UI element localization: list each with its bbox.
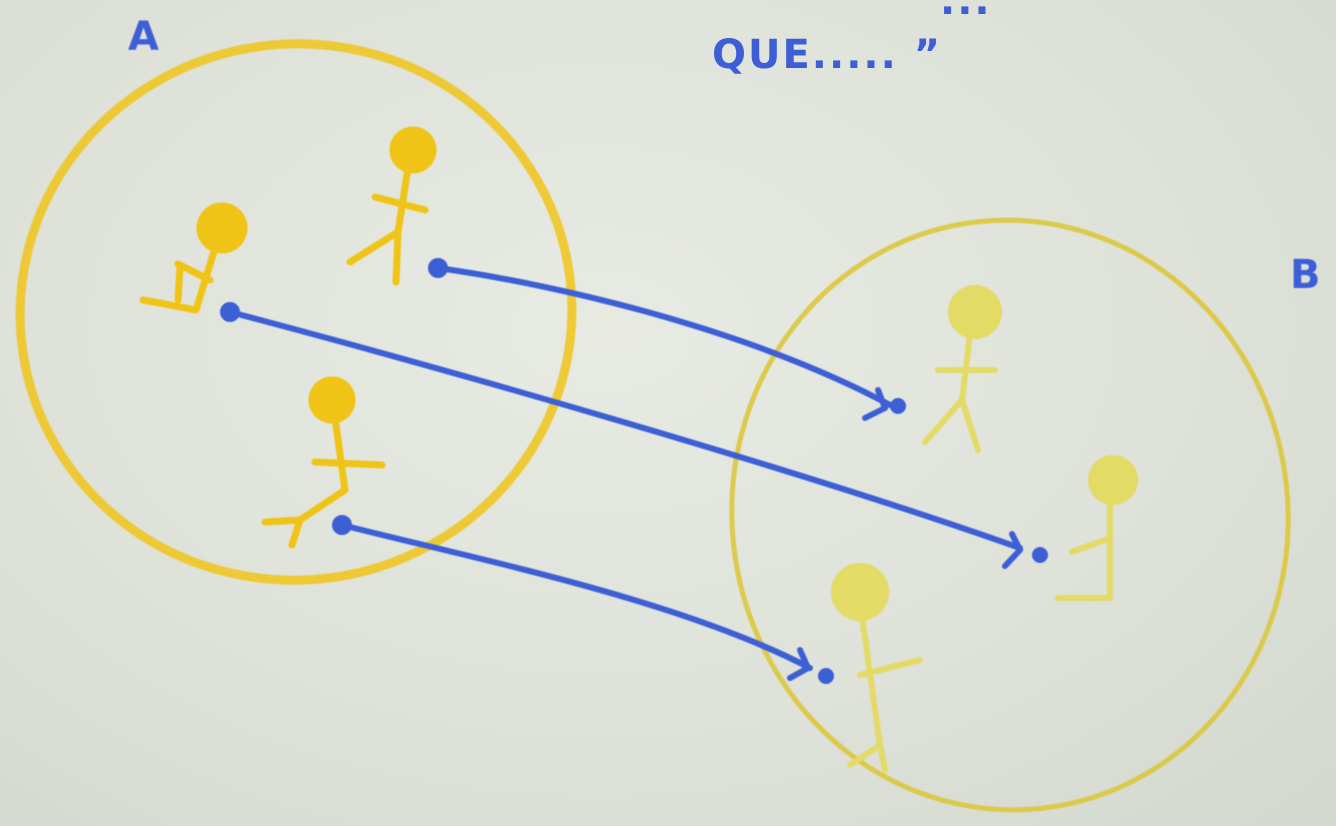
set-b-label: B bbox=[1290, 252, 1321, 298]
arrow-top bbox=[428, 258, 906, 421]
set-a-person-top bbox=[346, 126, 437, 286]
arrow-bottom bbox=[332, 515, 834, 684]
set-b-circle bbox=[729, 217, 1291, 813]
set-a-person-bottom bbox=[261, 376, 386, 549]
set-b-person-bottom bbox=[831, 563, 923, 773]
arrow-middle bbox=[220, 302, 1048, 569]
mapping-arrows bbox=[220, 258, 1048, 684]
set-a: A bbox=[15, 14, 577, 585]
set-a-label: A bbox=[128, 14, 159, 60]
set-b-person-middle bbox=[1055, 455, 1138, 601]
set-b-person-top bbox=[922, 285, 1002, 453]
set-b: B bbox=[729, 217, 1321, 813]
set-a-person-left bbox=[139, 202, 248, 314]
set-a-circle bbox=[15, 39, 577, 585]
note-text: QUE..... ” bbox=[712, 32, 942, 78]
heading-fragment: ... bbox=[940, 0, 992, 24]
